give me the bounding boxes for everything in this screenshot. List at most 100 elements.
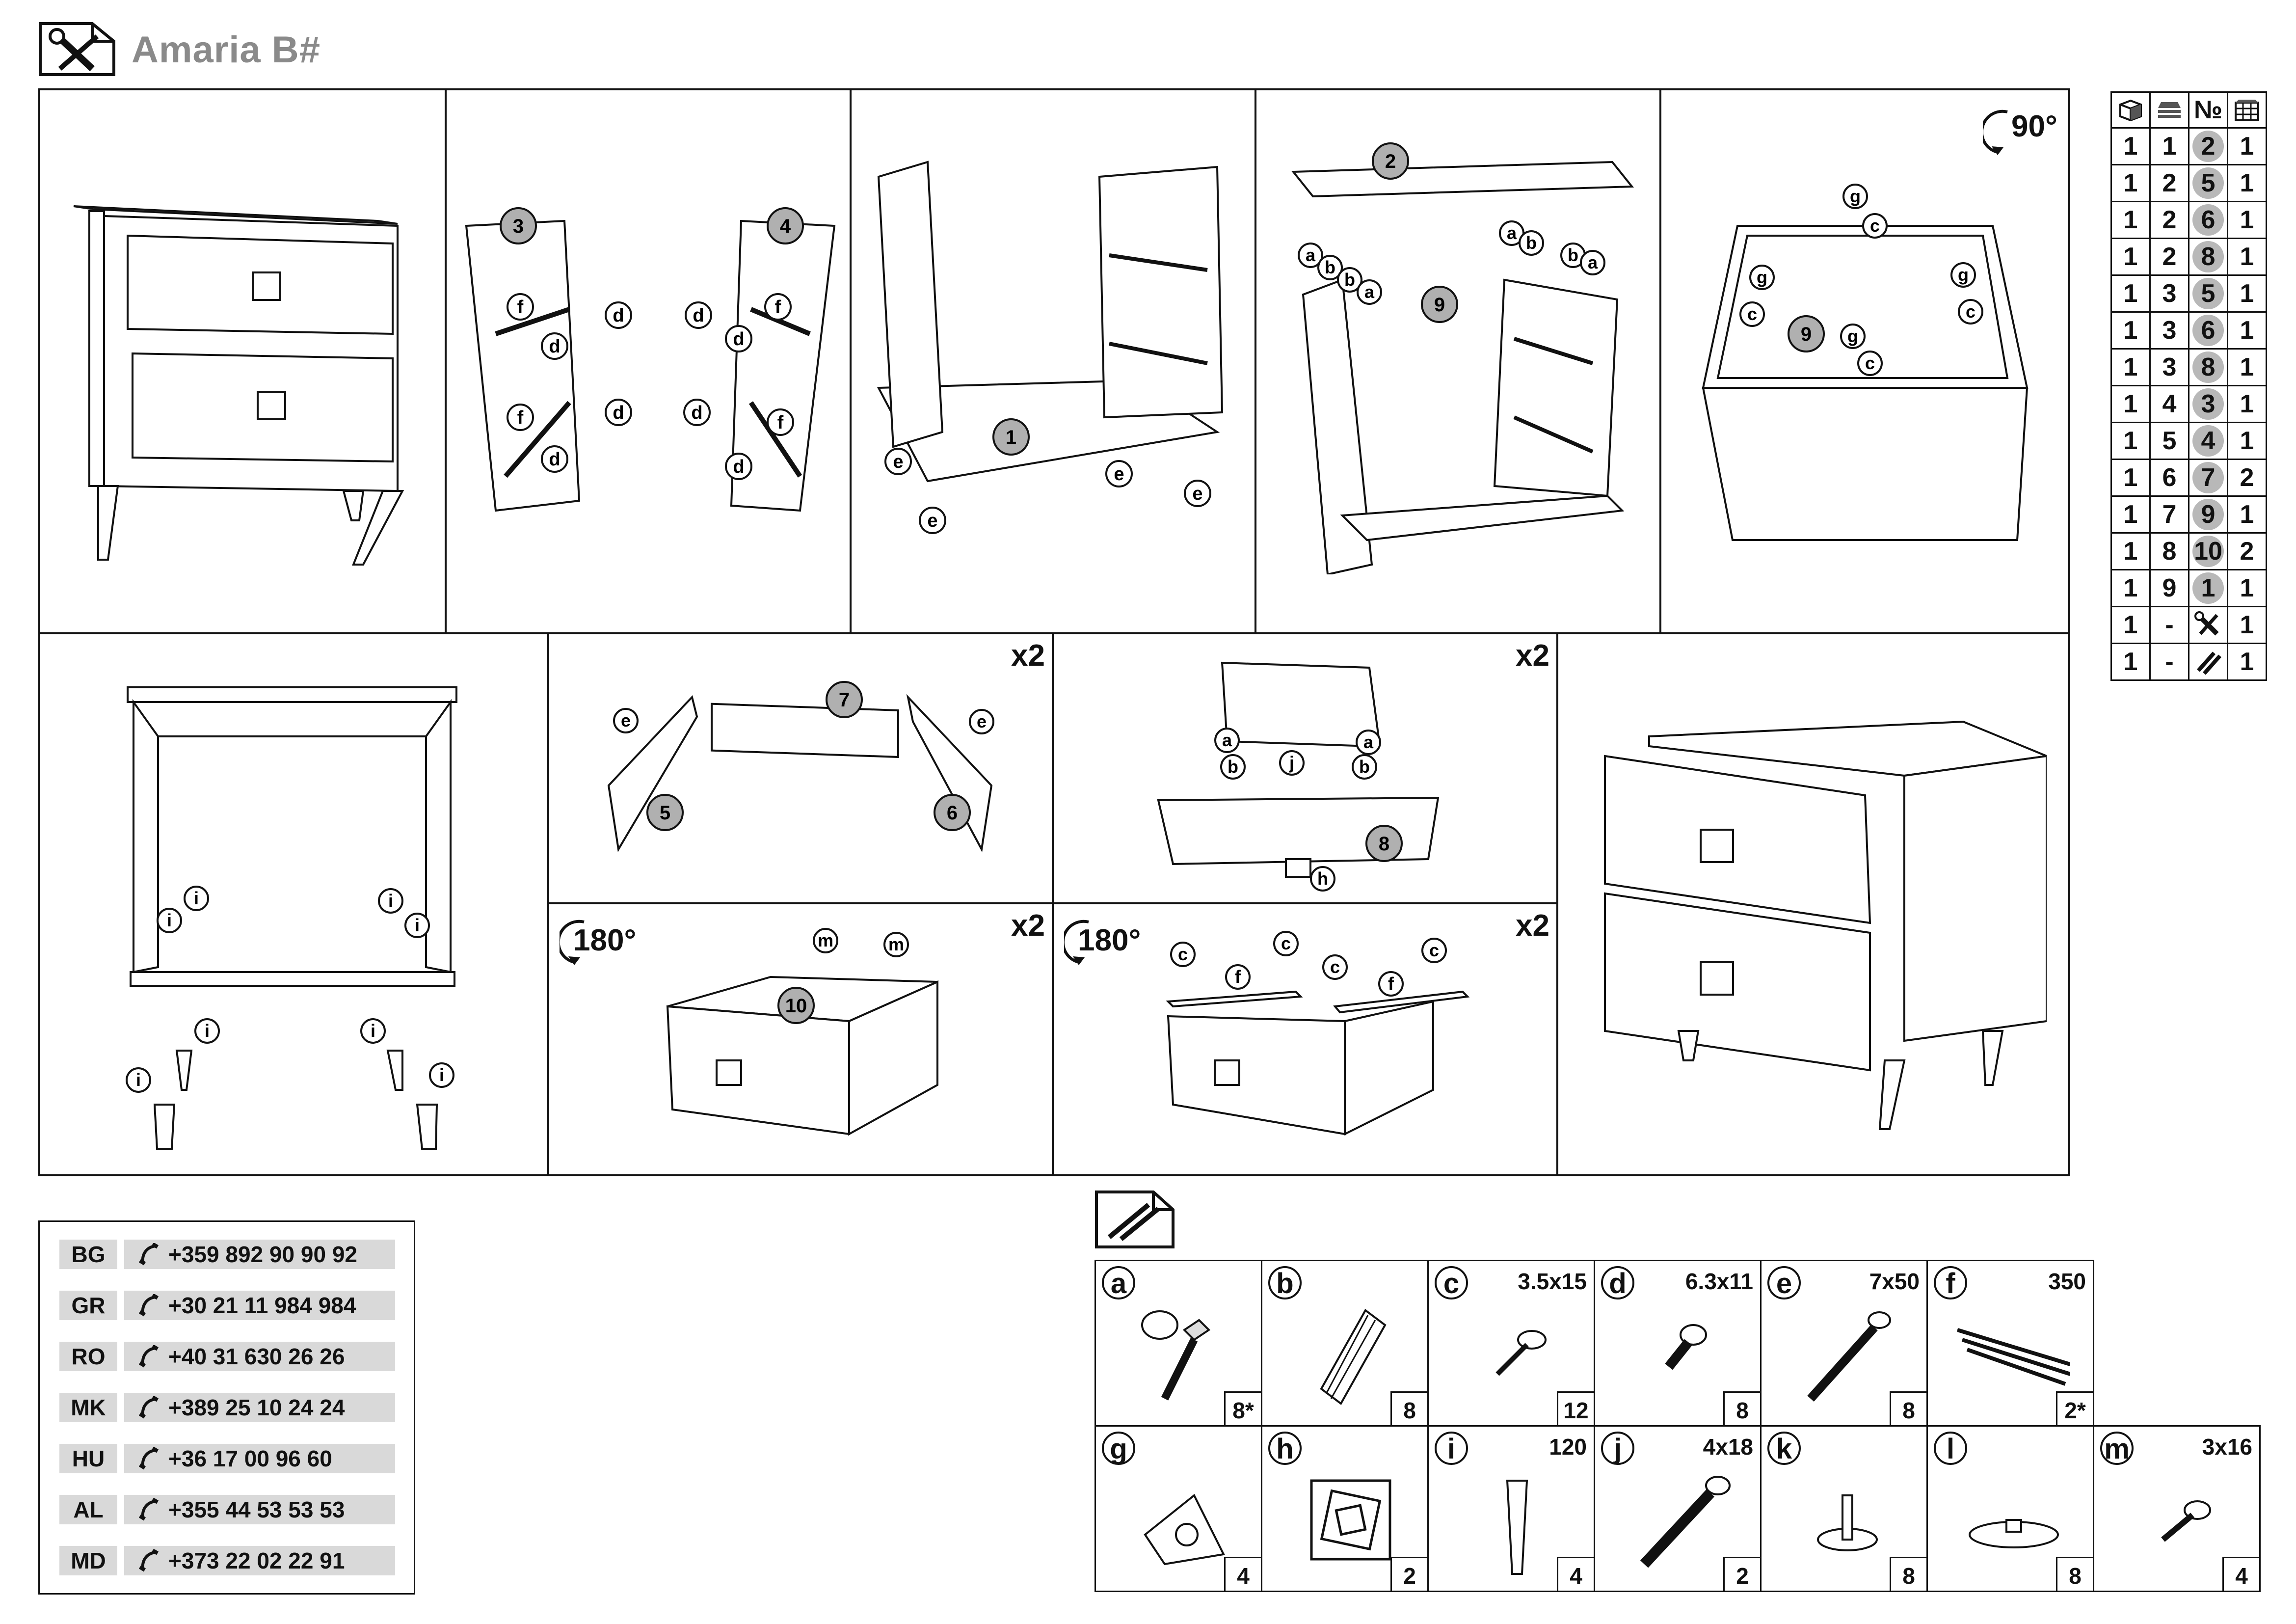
part-number-cell: 1	[2188, 569, 2228, 607]
screw-small-icon	[1495, 1330, 1547, 1376]
svg-text:d: d	[691, 403, 702, 423]
country-code: AL	[59, 1495, 117, 1524]
qty-cell: 1	[2227, 385, 2267, 423]
phone-number[interactable]: +373 22 02 22 91	[124, 1546, 395, 1575]
contacts-box: BG+359 892 90 90 92 GR+30 21 11 984 984 …	[38, 1220, 415, 1595]
contact-row: AL+355 44 53 53 53	[59, 1495, 395, 1524]
phone-icon	[138, 1498, 159, 1521]
hardware-bag-icon	[1095, 1190, 1175, 1249]
hardware-cell-g: g 4	[1095, 1425, 1262, 1592]
hardware-qty: 2*	[2056, 1391, 2094, 1427]
hardware-qty: 8	[2056, 1557, 2094, 1592]
svg-text:c: c	[1747, 304, 1757, 324]
svg-text:3: 3	[513, 216, 524, 237]
leg-icon	[1506, 1480, 1528, 1575]
part-number-cell: 9	[2188, 495, 2228, 534]
layer-cell: 7	[2149, 495, 2189, 534]
svg-text:7: 7	[839, 689, 850, 711]
phone-icon	[138, 1243, 159, 1266]
svg-text:g: g	[1958, 265, 1969, 285]
part-number-cell: 5	[2188, 164, 2228, 202]
part-number-cell: 6	[2188, 201, 2228, 239]
phone-icon	[138, 1294, 159, 1317]
phone-number[interactable]: +30 21 11 984 984	[124, 1291, 395, 1320]
svg-text:5: 5	[660, 802, 670, 824]
svg-text:g: g	[1757, 267, 1767, 287]
svg-text:d: d	[549, 449, 560, 470]
contact-row: MD+373 22 02 22 91	[59, 1546, 395, 1575]
svg-text:c: c	[1865, 353, 1875, 373]
svg-text:a: a	[1363, 732, 1374, 752]
svg-text:f: f	[517, 297, 524, 318]
qty-cell: 1	[2227, 164, 2267, 202]
pack-cell: 1	[2110, 606, 2151, 644]
qty-cell: 1	[2227, 274, 2267, 313]
pack-cell: 1	[2110, 532, 2151, 570]
qty-cell: 1	[2227, 348, 2267, 386]
hardware-cell-b: b 8	[1261, 1260, 1429, 1427]
svg-text:b: b	[1228, 757, 1238, 777]
screw-wide-icon	[1665, 1324, 1707, 1370]
svg-text:c: c	[1178, 944, 1188, 964]
svg-text:f: f	[777, 412, 784, 433]
svg-text:c: c	[1966, 301, 1976, 322]
layers-icon	[2149, 91, 2189, 129]
svg-text:d: d	[733, 457, 744, 477]
finished-nightstand-drawing	[73, 205, 404, 566]
pack-cell: 1	[2110, 238, 2151, 276]
svg-text:1: 1	[1006, 427, 1016, 448]
qty-cell: 1	[2227, 606, 2267, 644]
qty-cell: 1	[2227, 643, 2267, 681]
hardware-size: 4x18	[1703, 1434, 1753, 1460]
parts-row: 1- 1	[2110, 606, 2267, 644]
country-code: HU	[59, 1444, 117, 1473]
svg-text:a: a	[1364, 282, 1375, 302]
svg-text:9: 9	[1434, 294, 1445, 316]
hardware-qty: 8*	[1224, 1391, 1262, 1427]
part-number-cell: 6	[2188, 311, 2228, 350]
svg-text:d: d	[613, 305, 624, 326]
layer-cell: 3	[2149, 311, 2189, 350]
pack-cell: 1	[2110, 385, 2151, 423]
phone-number[interactable]: +40 31 630 26 26	[124, 1342, 395, 1371]
layer-cell: 4	[2149, 385, 2189, 423]
hardware-letter: b	[1268, 1266, 1302, 1299]
hardware-cell-f: f 350 2*	[1926, 1260, 2094, 1427]
svg-text:c: c	[1429, 940, 1439, 960]
quantity-x2-label: x2	[1011, 909, 1045, 943]
layer-cell: 2	[2149, 238, 2189, 276]
screw-short-icon	[2161, 1500, 2211, 1542]
rotate-180-label: 180°	[573, 923, 637, 957]
phone-number[interactable]: +389 25 10 24 24	[124, 1393, 395, 1422]
quantity-x2-label: x2	[1516, 909, 1549, 943]
svg-text:e: e	[977, 711, 987, 731]
phone-number[interactable]: +359 892 90 90 92	[124, 1240, 395, 1269]
parts-row: 1- 1	[2110, 643, 2267, 681]
drawer-runner-drawing: cfc cfc	[1166, 931, 1470, 1136]
hardware-letter: l	[1934, 1432, 1967, 1465]
phone-number[interactable]: +36 17 00 96 60	[124, 1444, 395, 1473]
qty-cell: 1	[2227, 238, 2267, 276]
layer-cell: -	[2149, 643, 2189, 681]
hardware-qty: 8	[1723, 1391, 1762, 1427]
svg-text:i: i	[194, 888, 199, 908]
svg-text:4: 4	[780, 216, 791, 237]
svg-text:c: c	[1281, 933, 1291, 953]
country-code: RO	[59, 1342, 117, 1371]
qty-cell: 1	[2227, 569, 2267, 607]
phone-number[interactable]: +355 44 53 53 53	[124, 1495, 395, 1524]
svg-text:b: b	[1526, 233, 1537, 253]
part-number-cell: 8	[2188, 238, 2228, 276]
hardware-cell-j: j 4x18 2	[1594, 1425, 1762, 1592]
svg-text:i: i	[388, 891, 393, 911]
hardware-letter: m	[2100, 1432, 2134, 1465]
felt-pad-icon	[1969, 1519, 2059, 1548]
